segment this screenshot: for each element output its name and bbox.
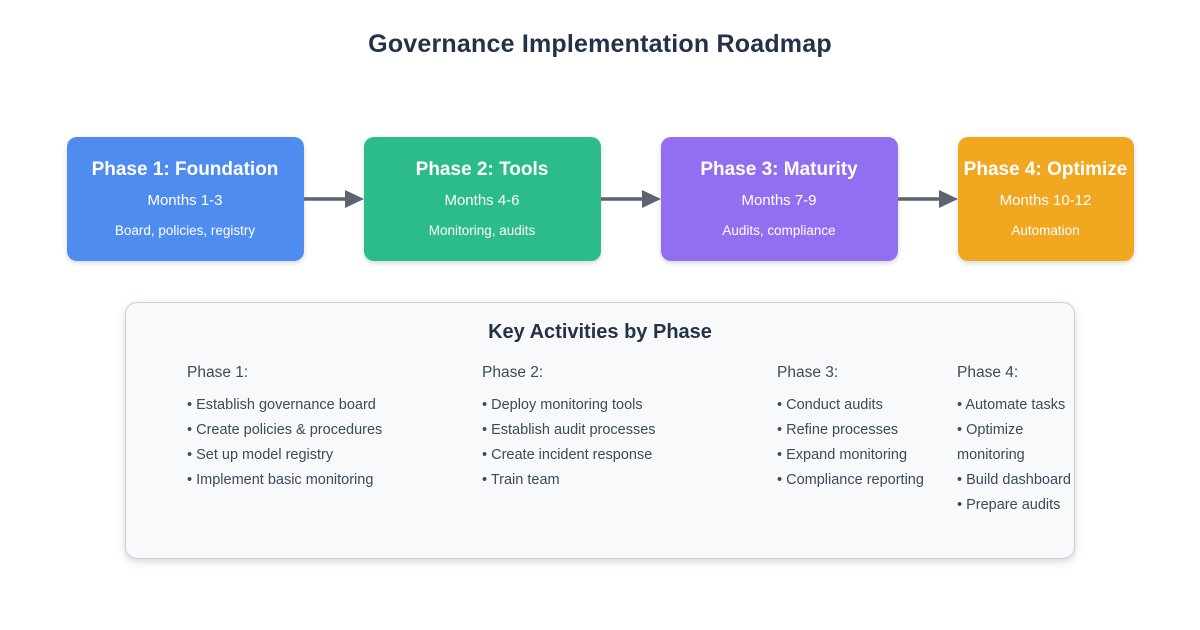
activity-item: Create incident response: [482, 443, 777, 468]
activity-item: Conduct audits: [777, 393, 957, 418]
activity-item: Automate tasks: [957, 393, 1074, 418]
phase-summary: Automation: [1011, 223, 1080, 238]
activity-item: Expand monitoring: [777, 443, 957, 468]
phase-months: Months 10-12: [999, 192, 1092, 209]
phase-summary: Monitoring, audits: [428, 223, 536, 238]
panel-title: Key Activities by Phase: [488, 321, 712, 343]
phase-title: Phase 3: Maturity: [700, 159, 858, 180]
activity-item: Compliance reporting: [777, 468, 957, 493]
phase-box-optimize: Phase 4: Optimize Months 10-12 Automatio…: [957, 137, 1134, 261]
column-heading: Phase 4:: [957, 364, 1019, 381]
roadmap-page: Governance Implementation Roadmap Phase …: [0, 30, 1200, 559]
arrow-right-icon: [303, 186, 364, 212]
activity-item: Refine processes: [777, 418, 957, 443]
phase-title: Phase 2: Tools: [415, 159, 549, 180]
activities-column-phase-1: Phase 1: Establish governance board Crea…: [187, 363, 482, 518]
arrow-right-icon: [897, 186, 958, 212]
column-heading: Phase 3:: [777, 364, 839, 381]
activity-item: Create policies & procedures: [187, 418, 482, 443]
phase-title: Phase 1: Foundation: [91, 159, 279, 180]
column-heading: Phase 2:: [482, 364, 544, 381]
phase-box-foundation: Phase 1: Foundation Months 1-3 Board, po…: [66, 137, 304, 261]
activity-list: Conduct audits Refine processes Expand m…: [777, 393, 957, 493]
phase-flow: Phase 1: Foundation Months 1-3 Board, po…: [0, 137, 1200, 261]
phase-title: Phase 4: Optimize: [963, 159, 1128, 180]
phase-box-tools: Phase 2: Tools Months 4-6 Monitoring, au…: [363, 137, 601, 261]
activity-item: Optimize monitoring: [957, 418, 1074, 468]
activity-list: Automate tasks Optimize monitoring Build…: [957, 393, 1074, 518]
arrow-right-icon: [600, 186, 661, 212]
phase-months: Months 1-3: [147, 192, 223, 209]
activity-list: Establish governance board Create polici…: [187, 393, 482, 493]
activity-item: Train team: [482, 468, 777, 493]
activities-column-phase-4: Phase 4: Automate tasks Optimize monitor…: [957, 363, 1074, 518]
phase-summary: Audits, compliance: [722, 223, 836, 238]
activity-item: Establish governance board: [187, 393, 482, 418]
activity-item: Implement basic monitoring: [187, 468, 482, 493]
page-title: Governance Implementation Roadmap: [368, 30, 832, 58]
phase-months: Months 7-9: [741, 192, 817, 209]
activity-item: Prepare audits: [957, 493, 1074, 518]
activities-column-phase-3: Phase 3: Conduct audits Refine processes…: [777, 363, 957, 518]
activity-item: Deploy monitoring tools: [482, 393, 777, 418]
phase-box-maturity: Phase 3: Maturity Months 7-9 Audits, com…: [660, 137, 898, 261]
activities-column-phase-2: Phase 2: Deploy monitoring tools Establi…: [482, 363, 777, 518]
key-activities-panel: Key Activities by Phase Phase 1: Establi…: [125, 302, 1075, 559]
phase-summary: Board, policies, registry: [114, 223, 256, 238]
activity-item: Build dashboard: [957, 468, 1074, 493]
activity-item: Set up model registry: [187, 443, 482, 468]
activity-list: Deploy monitoring tools Establish audit …: [482, 393, 777, 493]
activities-columns: Phase 1: Establish governance board Crea…: [126, 363, 1074, 518]
column-heading: Phase 1:: [187, 364, 249, 381]
activity-item: Establish audit processes: [482, 418, 777, 443]
phase-months: Months 4-6: [444, 192, 520, 209]
